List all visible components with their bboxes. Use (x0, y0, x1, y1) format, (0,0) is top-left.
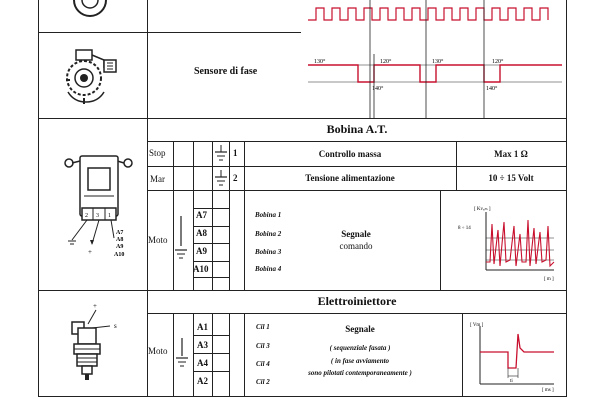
injector-signal-line: ( in fase avviamento (330, 357, 390, 365)
injector-signal-line: ( sequenziale fasata ) (329, 344, 391, 352)
graph-xlabel: [ ms ] (542, 388, 554, 393)
coil-pin-label: A7 (116, 230, 123, 236)
coil-pin-label: A8 (116, 237, 123, 243)
phase-sensor-waveform: 130° 120° 130° 120° 140° 140° (308, 32, 562, 118)
pin-number: 2 (233, 173, 238, 183)
injector-signal-title: Segnale (345, 324, 375, 334)
top-waveform (308, 0, 549, 32)
injector-signal-line: sono pilotati contemporaneamente ) (308, 369, 412, 377)
pin-label: A9 (196, 246, 207, 256)
pin-number: 1 (233, 148, 238, 158)
ignition-coil-icon: 2 3 1 + A7 A8 A9 A10 (64, 155, 133, 258)
graph-ti: ti (510, 379, 513, 384)
coil-signal-graph: [ Kvₓₘ ] 8 ÷ 14 [ m ] (458, 207, 555, 282)
frame-left (38, 0, 39, 397)
transistor-ground-icon (175, 216, 187, 259)
cylinder-name: Cil 1 (256, 323, 270, 331)
ground-icon (215, 145, 227, 161)
state-stop: Stop (149, 148, 166, 158)
state-mar: Mar (150, 174, 165, 184)
crank-sensor-icon (73, 0, 107, 17)
injector-title: Elettroiniettore (317, 294, 397, 308)
coil-desc-ground: Controllo massa (318, 149, 382, 159)
pin-label: A7 (196, 210, 207, 220)
pin-label: A1 (197, 322, 208, 332)
coil-signal-sub: comando (339, 241, 373, 251)
row-divider-sensor-bottom (38, 118, 567, 119)
graph-ylabel: [ Kvₓₘ ] (474, 207, 491, 212)
icon-column-divider (147, 0, 148, 397)
angle-label: 130° (314, 58, 326, 65)
pin-label: A3 (197, 340, 208, 350)
connector-pin: 1 (108, 213, 111, 219)
injector-icon: + s (71, 302, 117, 380)
injector-state-moto: Moto (148, 346, 168, 356)
coil-title: Bobina A.T. (326, 122, 388, 136)
coil-value-supply: 10 ÷ 15 Volt (488, 173, 534, 183)
pin-label: A4 (197, 358, 208, 368)
coil-pin-label: A9 (116, 244, 123, 250)
state-moto: Moto (148, 235, 168, 245)
injector-signal-graph: [ Vm ] ti [ ms ] (470, 323, 554, 393)
plus-label: + (88, 248, 92, 256)
graph-ylabel: [ Vm ] (470, 323, 484, 328)
phase-sensor-title: Sensore di fase (194, 66, 258, 77)
cylinder-name: Cil 2 (256, 378, 270, 386)
angle-label: 120° (380, 58, 392, 65)
frame-right (566, 0, 567, 397)
injector-plus-label: + (93, 302, 97, 310)
row-divider-coil-bottom (38, 290, 567, 291)
cylinder-name: Cil 4 (256, 360, 270, 368)
pin-label: A8 (196, 228, 207, 238)
coil-name: Bobina 4 (255, 265, 282, 273)
connector-pin: 2 (85, 213, 88, 219)
ground-icon (215, 170, 227, 186)
coil-name: Bobina 1 (255, 211, 282, 219)
cylinder-name: Cil 3 (256, 342, 270, 350)
coil-name: Bobina 3 (255, 248, 282, 256)
coil-signal-title: Segnale (341, 229, 371, 239)
frame-bottom (38, 396, 567, 397)
angle-label-low: 140° (486, 85, 498, 92)
coil-name: Bobina 2 (255, 230, 282, 238)
coil-pin-label: A10 (114, 252, 124, 258)
angle-label: 130° (432, 58, 444, 65)
coil-value-ground: Max 1 Ω (494, 149, 528, 159)
row-divider-top (38, 32, 301, 33)
injector-s-label: s (114, 322, 117, 330)
coil-desc-supply: Tensione alimentazione (305, 173, 395, 183)
angle-label-low: 140° (372, 85, 384, 92)
graph-xlabel: [ m ] (544, 277, 554, 282)
phase-sensor-icon (66, 49, 117, 104)
pin-label: A10 (193, 264, 209, 274)
transistor-ground-icon (176, 338, 188, 367)
top-square-wave (308, 7, 549, 21)
pin-label: A2 (197, 376, 208, 386)
graph-level: 8 ÷ 14 (458, 226, 471, 231)
connector-pin: 3 (96, 213, 99, 219)
angle-label: 120° (492, 58, 504, 65)
